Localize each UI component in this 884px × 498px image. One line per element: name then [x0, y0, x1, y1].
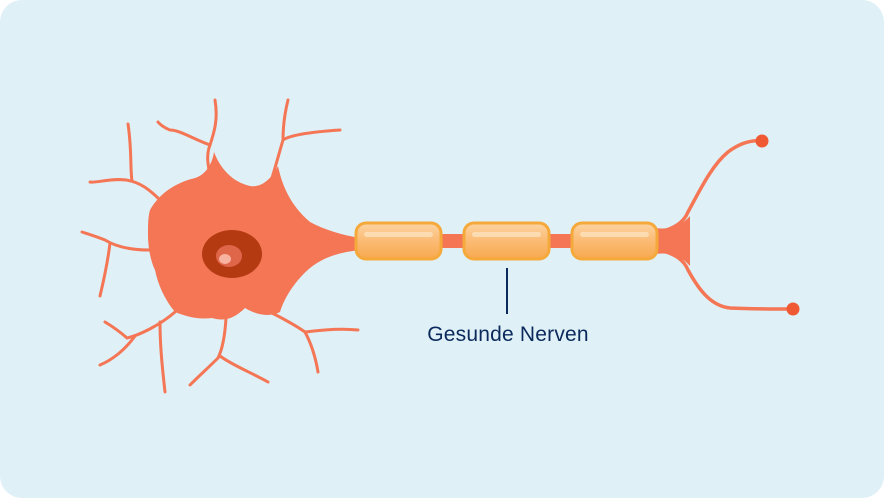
myelin-segment-3: [570, 221, 659, 261]
myelin-segment-1: [354, 221, 443, 261]
nucleolus: [219, 254, 231, 264]
axon-terminals: [655, 134, 800, 316]
terminal-bulb-top: [755, 134, 769, 148]
terminal-bulb-bottom: [786, 302, 800, 316]
cell-body: [148, 152, 360, 320]
myelin-sheath: [354, 221, 659, 261]
myelin-segment-2: [462, 221, 551, 261]
diagram-label: Gesunde Nerven: [427, 323, 589, 346]
dendrites: [80, 98, 360, 394]
